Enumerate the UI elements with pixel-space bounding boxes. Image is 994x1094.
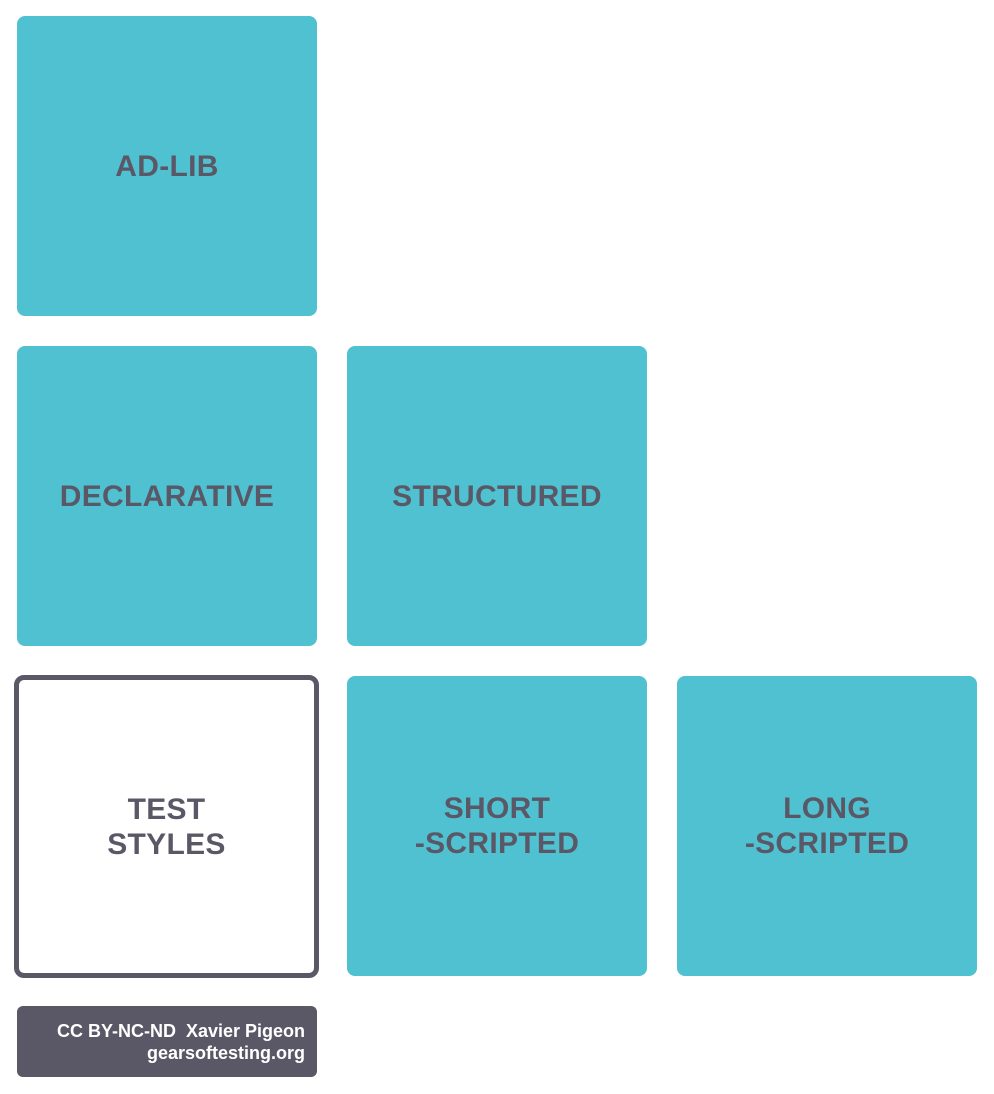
tile-test-styles-label: TEST STYLES (107, 792, 226, 861)
tile-structured-label: STRUCTURED (392, 479, 602, 513)
tile-long-scripted: LONG -SCRIPTED (677, 676, 977, 976)
tile-short-scripted-label: SHORT -SCRIPTED (414, 792, 580, 860)
tile-ad-lib: AD-LIB (17, 16, 317, 316)
tile-long-scripted-label: LONG -SCRIPTED (744, 792, 910, 860)
credit-badge: CC BY-NC-ND Xavier Pigeon gearsoftesting… (17, 1006, 317, 1077)
tile-structured: STRUCTURED (347, 346, 647, 646)
tile-ad-lib-label: AD-LIB (115, 149, 219, 183)
tile-declarative-label: DECLARATIVE (59, 479, 275, 513)
tile-short-scripted: SHORT -SCRIPTED (347, 676, 647, 976)
tile-declarative: DECLARATIVE (17, 346, 317, 646)
credit-license-author: CC BY-NC-ND Xavier Pigeon (56, 1021, 305, 1041)
credit-website: gearsoftesting.org (146, 1043, 305, 1063)
tile-test-styles: TEST STYLES (14, 675, 319, 978)
